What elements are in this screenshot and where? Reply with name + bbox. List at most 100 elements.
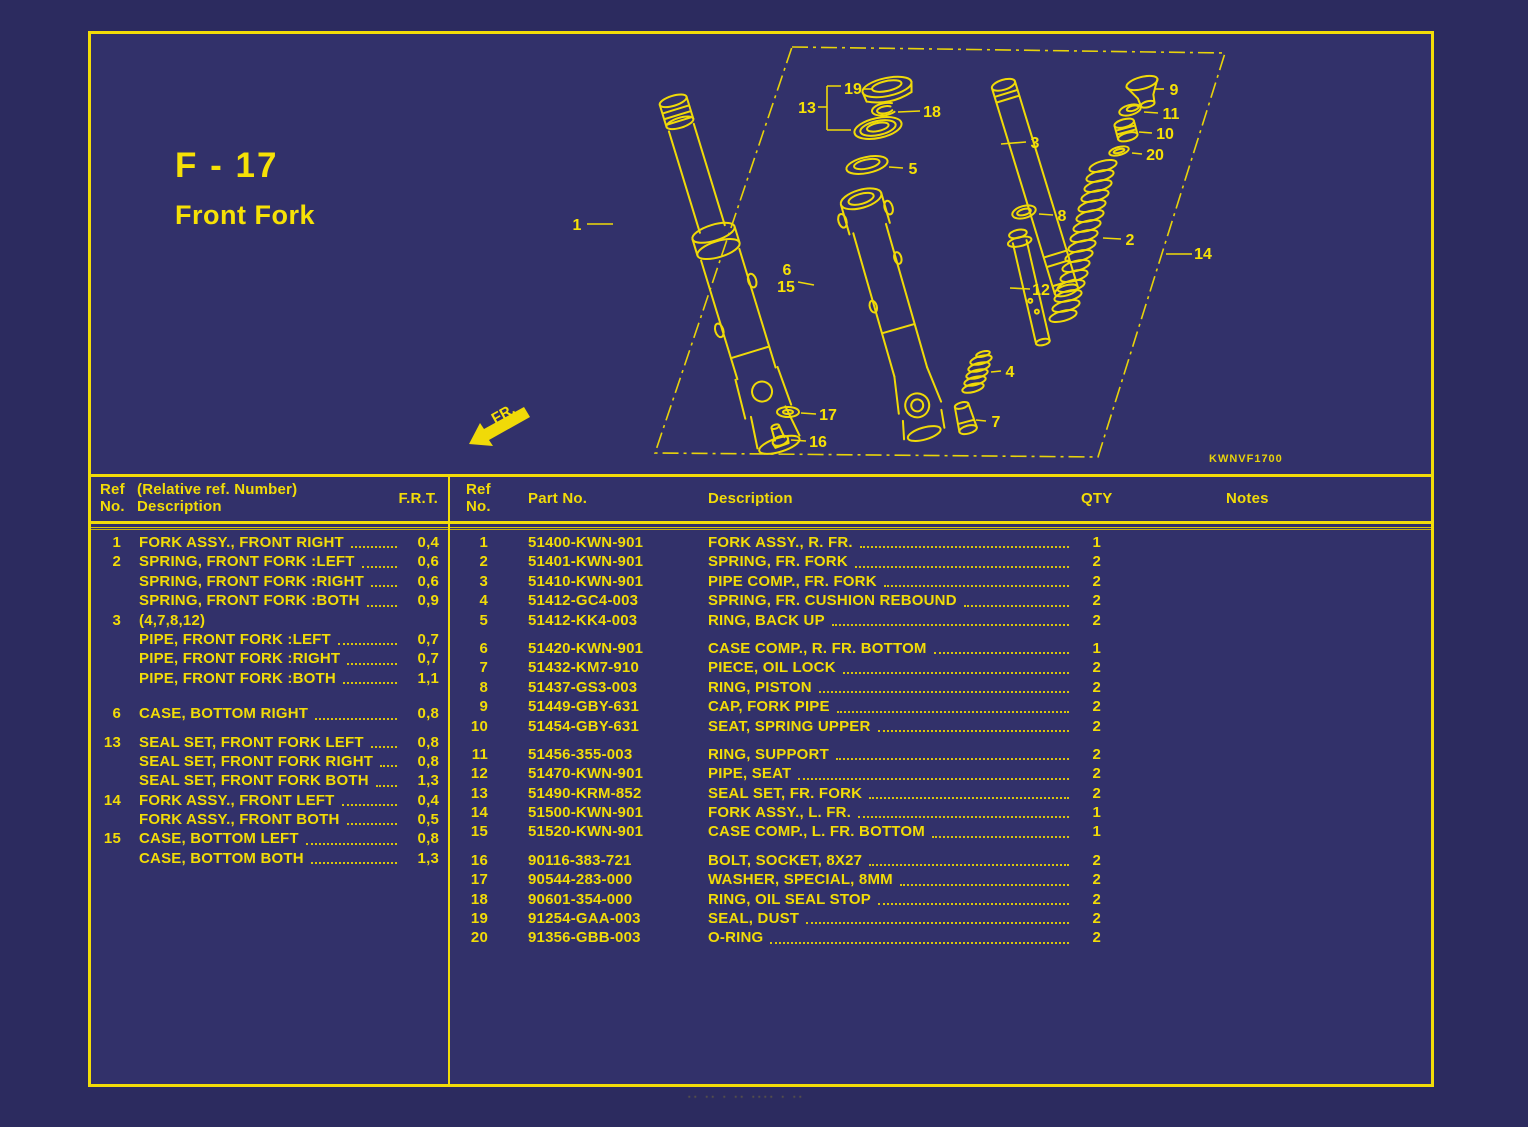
table-row: PIPE, FRONT FORK :BOTH 1,1 [91, 669, 448, 688]
frt-cell: 0,5 [417, 811, 439, 829]
part-3-pipe-drawing [991, 76, 1080, 298]
ref-no-cell: 16 [470, 851, 488, 869]
description-cell: SEAL, DUST [708, 909, 1075, 928]
ref-no-cell: 2 [112, 553, 121, 571]
table-row: SEAL SET, FRONT FORK RIGHT 0,8 [91, 752, 448, 771]
callout-6: 6 [783, 262, 792, 279]
description-cell: SPRING, FR. CUSHION REBOUND [708, 591, 1075, 610]
callout-15: 15 [777, 279, 795, 296]
dotted-leader [831, 623, 1069, 626]
table-row: 8 51437-GS3-003 RING, PISTON 2 [450, 678, 1431, 697]
dotted-leader [899, 883, 1069, 886]
ref-no-cell: 19 [470, 910, 488, 928]
dotted-leader [931, 835, 1069, 838]
dotted-leader [878, 903, 1069, 906]
right-table-rows: 1 51400-KWN-901 FORK ASSY., R. FR. 1 2 5… [450, 533, 1431, 948]
ref-no-cell: 7 [479, 659, 488, 677]
table-divider [448, 477, 450, 1084]
ref-no-cell: 2 [479, 553, 488, 571]
part-16-bolt-drawing [767, 422, 790, 448]
table-row: 2 51401-KWN-901 SPRING, FR. FORK 2 [450, 552, 1431, 571]
callout-7: 7 [992, 414, 1001, 431]
part-8-piston-ring-drawing [1011, 203, 1037, 221]
table-row: 5 51412-KK4-003 RING, BACK UP 2 [450, 611, 1431, 630]
qty-cell: 2 [1092, 745, 1101, 763]
dotted-leader [361, 565, 397, 568]
ref-no-cell: 14 [103, 791, 121, 809]
diagram-code: KWNVF1700 [1209, 453, 1283, 465]
dotted-leader [858, 816, 1069, 819]
ref-no-cell: 10 [470, 717, 488, 735]
ref-no-cell: 4 [479, 592, 488, 610]
part-no-cell: 51456-355-003 [528, 745, 633, 763]
description-cell: SEAL SET, FR. FORK [708, 784, 1075, 803]
description-cell: SEAL SET, FRONT FORK BOTH [139, 771, 403, 790]
ref-no-cell: 1 [479, 534, 488, 551]
qty-cell: 2 [1092, 572, 1101, 590]
description-cell: FORK ASSY., L. FR. [708, 803, 1075, 822]
frt-cell: 0,4 [417, 534, 439, 551]
frt-cell: 0,6 [417, 572, 439, 590]
parts-diagram: 1 19 13 18 5 3 9 11 10 20 2 8 12 4 7 17 … [469, 34, 1283, 465]
table-row: 10 51454-GBY-631 SEAT, SPRING UPPER 2 [450, 717, 1431, 736]
ref-no-cell: 15 [470, 823, 488, 841]
ref-no-cell: 8 [479, 678, 488, 696]
callout-13: 13 [798, 100, 816, 117]
frt-cell: 1,3 [417, 849, 439, 867]
left-table-rows: 1 FORK ASSY., FRONT RIGHT 0,4 2 SPRING, … [91, 533, 448, 868]
diagram-section: F - 17 Front Fork [91, 34, 1431, 477]
frt-cell: 0,4 [417, 791, 439, 809]
ref-no-cell: 3 [112, 611, 121, 629]
col-notes-label: Notes [1226, 490, 1269, 507]
catalog-page-frame: F - 17 Front Fork [88, 31, 1434, 1087]
frt-cell: 0,8 [417, 830, 439, 848]
part-17-washer-drawing [777, 407, 799, 417]
description-cell: RING, PISTON [708, 678, 1075, 697]
dotted-leader [869, 864, 1069, 867]
page-title: Front Fork [175, 200, 315, 230]
footer-fragment: ·· ·· · ·· ···· · ·· [688, 1092, 805, 1102]
qty-cell: 2 [1092, 890, 1101, 908]
frt-cell: 0,7 [417, 650, 439, 668]
qty-cell: 2 [1092, 592, 1101, 610]
col-ref-label: Ref [100, 481, 125, 498]
description-cell: SPRING, FRONT FORK :LEFT [139, 552, 403, 571]
dotted-leader [806, 922, 1069, 925]
part-no-cell: 51410-KWN-901 [528, 572, 644, 590]
col-ref-label: Ref [466, 481, 491, 498]
table-row: 4 51412-GC4-003 SPRING, FR. CUSHION REBO… [450, 591, 1431, 610]
dotted-leader [854, 565, 1069, 568]
dotted-leader [350, 546, 397, 549]
part-no-cell: 51420-KWN-901 [528, 639, 644, 657]
frt-cell: 0,9 [417, 592, 439, 610]
table-row: 6 CASE, BOTTOM RIGHT 0,8 [91, 704, 448, 723]
description-cell: FORK ASSY., R. FR. [708, 533, 1075, 552]
table-row: 1 51400-KWN-901 FORK ASSY., R. FR. 1 [450, 533, 1431, 552]
parts-table: Ref No. Part No. Description QTY Notes 1… [450, 477, 1431, 1084]
description-cell: CASE COMP., R. FR. BOTTOM [708, 639, 1075, 658]
ref-no-cell: 6 [112, 705, 121, 723]
part-11-support-ring-drawing [1118, 102, 1142, 117]
part-20-o-ring-drawing [1108, 145, 1129, 158]
dotted-leader [883, 585, 1069, 588]
table-row: 13 SEAL SET, FRONT FORK LEFT 0,8 [91, 733, 448, 752]
assembly-boundary-dashed [655, 47, 1225, 457]
frt-table-header: Ref No. (Relative ref. Number) Descripti… [91, 477, 448, 521]
part-10-spring-seat-drawing [1113, 117, 1138, 143]
dotted-leader [877, 729, 1069, 732]
dotted-leader [818, 691, 1069, 694]
table-row: 7 51432-KM7-910 PIECE, OIL LOCK 2 [450, 658, 1431, 677]
page-code: F - 17 [175, 146, 279, 185]
description-cell: BOLT, SOCKET, 8X27 [708, 851, 1075, 870]
table-row: 19 91254-GAA-003 SEAL, DUST 2 [450, 909, 1431, 928]
table-row: FORK ASSY., FRONT BOTH 0,5 [91, 810, 448, 829]
part-no-cell: 91254-GAA-003 [528, 910, 641, 928]
description-cell: CAP, FORK PIPE [708, 697, 1075, 716]
description-cell: RING, SUPPORT [708, 745, 1075, 764]
callout-18: 18 [923, 104, 941, 121]
description-cell: SEAT, SPRING UPPER [708, 717, 1075, 736]
table-row: PIPE, FRONT FORK :RIGHT 0,7 [91, 649, 448, 668]
part-no-cell: 51412-KK4-003 [528, 611, 638, 629]
qty-cell: 1 [1092, 823, 1101, 841]
callout-19: 19 [844, 81, 862, 98]
